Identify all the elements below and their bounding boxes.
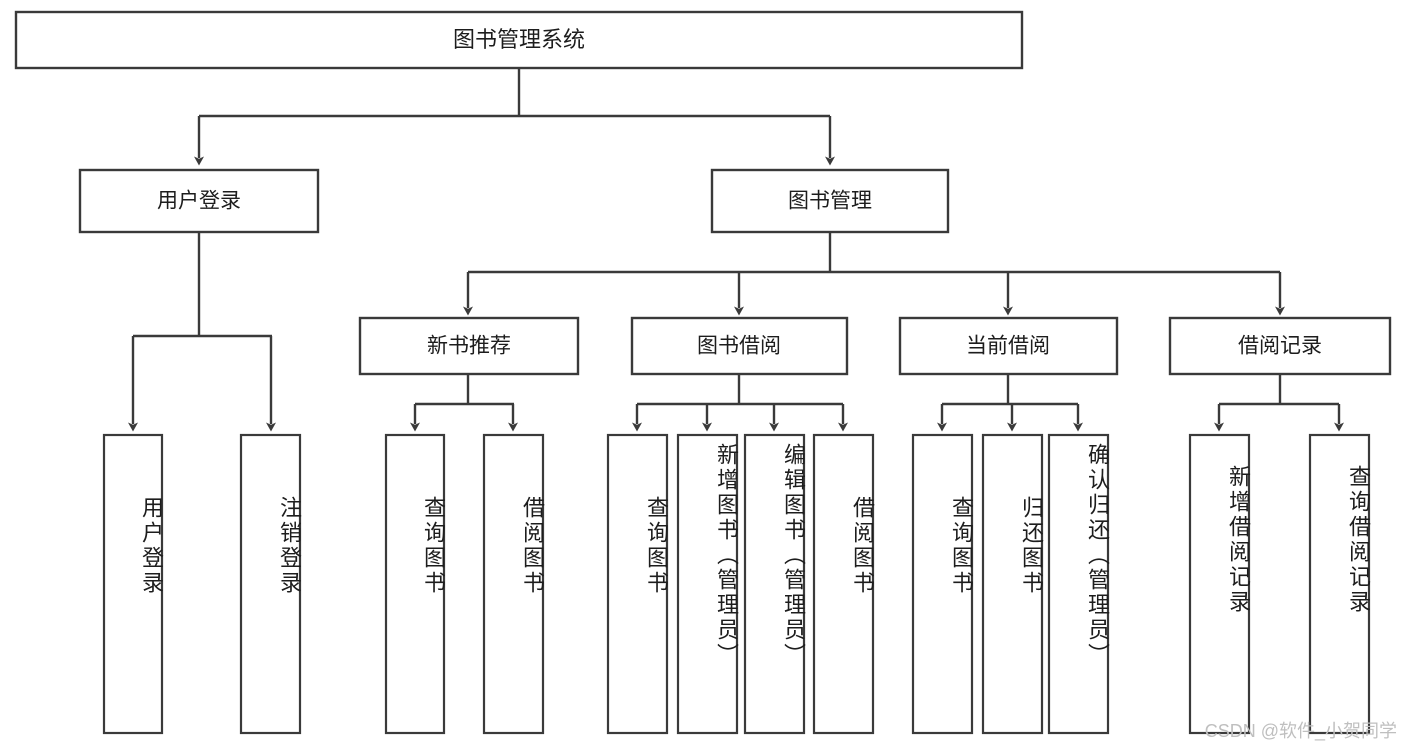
node-leaf-add-record-box[interactable] bbox=[1188, 433, 1251, 735]
node-leaf-user-login-box[interactable] bbox=[102, 433, 164, 735]
node-leaf-query-book-rec-box[interactable] bbox=[384, 433, 446, 735]
node-leaf-borrow-book-rec-box[interactable] bbox=[482, 433, 545, 735]
connector-group-borrow-records bbox=[1214, 374, 1344, 432]
node-current-borrow-box[interactable] bbox=[898, 316, 1119, 376]
node-new-book-recommend-label: 新书推荐 bbox=[427, 335, 511, 358]
node-leaf-return-book-box[interactable] bbox=[981, 433, 1044, 735]
node-leaf-logout-box[interactable] bbox=[239, 433, 302, 735]
connector-group-root bbox=[194, 68, 835, 166]
node-root[interactable]: 图书管理系统 bbox=[14, 10, 1024, 70]
node-user-login-label: 用户登录 bbox=[157, 190, 241, 213]
node-book-management[interactable]: 图书管理 bbox=[710, 168, 950, 234]
node-leaf-edit-book-box[interactable] bbox=[743, 433, 806, 735]
node-user-login-box[interactable] bbox=[78, 168, 320, 234]
node-borrow-records-label: 借阅记录 bbox=[1238, 335, 1322, 358]
node-current-borrow-label: 当前借阅 bbox=[966, 335, 1050, 358]
node-book-management-label: 图书管理 bbox=[788, 190, 872, 213]
node-borrow-records-box[interactable] bbox=[1168, 316, 1392, 376]
node-leaf-query-book-borrow-box[interactable] bbox=[606, 433, 669, 735]
node-book-management-box[interactable] bbox=[710, 168, 950, 234]
connector-group-book-borrow bbox=[632, 374, 848, 432]
node-new-book-recommend-box[interactable] bbox=[358, 316, 580, 376]
node-leaf-query-record-box[interactable] bbox=[1308, 433, 1371, 735]
connector-group-book-management bbox=[463, 232, 1285, 316]
node-book-borrow-box[interactable] bbox=[630, 316, 849, 376]
connector-group-user-login bbox=[128, 232, 276, 432]
node-root-label: 图书管理系统 bbox=[453, 27, 585, 52]
node-user-login[interactable]: 用户登录 bbox=[78, 168, 320, 234]
connector-group-current-borrow bbox=[937, 374, 1083, 432]
node-new-book-recommend[interactable]: 新书推荐 bbox=[358, 316, 580, 376]
watermark-text: CSDN @软件_小贺同学 bbox=[1204, 721, 1397, 741]
node-leaf-query-book-current-box[interactable] bbox=[911, 433, 974, 735]
node-borrow-records[interactable]: 借阅记录 bbox=[1168, 316, 1392, 376]
node-current-borrow[interactable]: 当前借阅 bbox=[898, 316, 1119, 376]
node-leaf-borrow-book-box[interactable] bbox=[812, 433, 875, 735]
node-leaf-confirm-return-box[interactable] bbox=[1047, 433, 1110, 735]
node-root-box[interactable] bbox=[14, 10, 1024, 70]
node-book-borrow-label: 图书借阅 bbox=[697, 335, 781, 358]
node-book-borrow[interactable]: 图书借阅 bbox=[630, 316, 849, 376]
connector-group-new-book-recommend bbox=[410, 374, 518, 432]
node-leaf-add-book-box[interactable] bbox=[676, 433, 739, 735]
